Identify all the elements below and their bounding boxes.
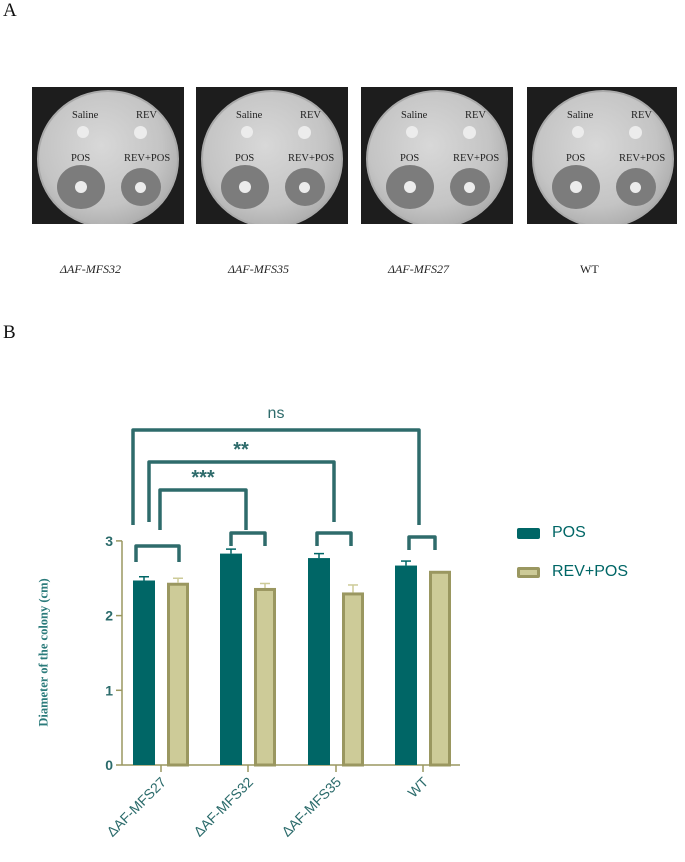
y-tick-label: 3 xyxy=(105,533,113,549)
group-bracket xyxy=(134,544,181,562)
plate-label-saline: Saline xyxy=(72,110,99,121)
strain-label-3: ΔAF-MFS27 xyxy=(388,262,450,276)
legend-label-pos: POS xyxy=(552,524,586,541)
disc-pos xyxy=(404,181,416,193)
disc-saline xyxy=(241,126,253,138)
plate-label-revpos: REV+POS xyxy=(288,153,335,164)
x-tick-label: ΔAF-MFS27 xyxy=(103,774,169,840)
disc-saline xyxy=(77,126,89,138)
group-bracket xyxy=(407,535,437,550)
plate-label-revpos: REV+POS xyxy=(124,153,171,164)
plate-label-revpos: REV+POS xyxy=(619,153,666,164)
group-bracket xyxy=(229,531,267,546)
petri-plate-4: Saline REV POS REV+POS xyxy=(527,87,677,224)
plate-label-saline: Saline xyxy=(401,110,428,121)
bar-revpos xyxy=(342,592,364,767)
panel-b-label: B xyxy=(3,322,16,343)
petri-plate-3: Saline REV POS REV+POS xyxy=(361,87,513,224)
petri-dish: Saline REV POS REV+POS xyxy=(366,90,508,224)
strain-label-1: ΔAF-MFS32 xyxy=(60,262,122,276)
petri-dish: Saline REV POS REV+POS xyxy=(201,90,343,224)
disc-pos xyxy=(239,181,251,193)
disc-rev xyxy=(629,126,642,139)
petri-dish: Saline REV POS REV+POS xyxy=(532,90,674,224)
disc-revpos xyxy=(630,182,641,193)
plate-label-rev: REV xyxy=(631,110,652,121)
plate-label-pos: POS xyxy=(235,153,255,164)
y-tick-label: 2 xyxy=(105,608,113,624)
y-axis-label: Diameter of the colony (cm) xyxy=(36,578,51,727)
plate-label-rev: REV xyxy=(136,110,157,121)
significance-bracket xyxy=(147,460,336,522)
plate-label-saline: Saline xyxy=(567,110,594,121)
disc-saline xyxy=(572,126,584,138)
bar-pos xyxy=(308,558,330,765)
legend-swatch-revpos xyxy=(517,566,540,578)
plate-label-saline: Saline xyxy=(236,110,263,121)
plate-label-rev: REV xyxy=(465,110,486,121)
petri-plate-1: Saline REV POS REV+POS xyxy=(32,87,184,224)
panel-a-label: A xyxy=(3,0,17,21)
strain-label-2: ΔAF-MFS35 xyxy=(228,262,290,276)
legend-pos: POS xyxy=(517,524,586,542)
bar-revpos xyxy=(167,582,189,767)
x-tick-label: WT xyxy=(404,773,431,800)
significance-bracket xyxy=(158,488,248,530)
disc-saline xyxy=(406,126,418,138)
plate-label-pos: POS xyxy=(566,153,586,164)
petri-plate-2: Saline REV POS REV+POS xyxy=(196,87,348,224)
petri-dish: Saline REV POS REV+POS xyxy=(37,90,179,224)
x-tick-label: ΔAF-MFS35 xyxy=(278,774,344,840)
bar-pos xyxy=(395,565,417,765)
disc-revpos xyxy=(464,182,475,193)
y-tick-label: 1 xyxy=(105,682,113,698)
group-bracket xyxy=(315,531,353,546)
y-tick-label: 0 xyxy=(105,757,113,773)
legend-revpos: REV+POS xyxy=(517,563,628,581)
disc-revpos xyxy=(299,182,310,193)
bar-revpos xyxy=(254,587,276,767)
plate-label-pos: POS xyxy=(71,153,91,164)
significance-label: ** xyxy=(233,439,249,461)
plate-label-rev: REV xyxy=(300,110,321,121)
disc-rev xyxy=(298,126,311,139)
significance-label: ns xyxy=(268,405,285,422)
significance-bracket xyxy=(131,428,421,525)
strain-label-4: WT xyxy=(580,262,599,276)
disc-pos xyxy=(570,181,582,193)
disc-revpos xyxy=(135,182,146,193)
disc-rev xyxy=(463,126,476,139)
plate-label-revpos: REV+POS xyxy=(453,153,500,164)
legend-label-revpos: REV+POS xyxy=(552,563,629,580)
bar-pos xyxy=(220,553,242,765)
legend-swatch-pos xyxy=(517,527,540,539)
disc-pos xyxy=(75,181,87,193)
bar-pos xyxy=(133,580,155,765)
significance-label: *** xyxy=(191,467,215,489)
bar-revpos xyxy=(429,570,451,767)
x-tick-label: ΔAF-MFS32 xyxy=(190,774,256,840)
disc-rev xyxy=(134,126,147,139)
plate-label-pos: POS xyxy=(400,153,420,164)
